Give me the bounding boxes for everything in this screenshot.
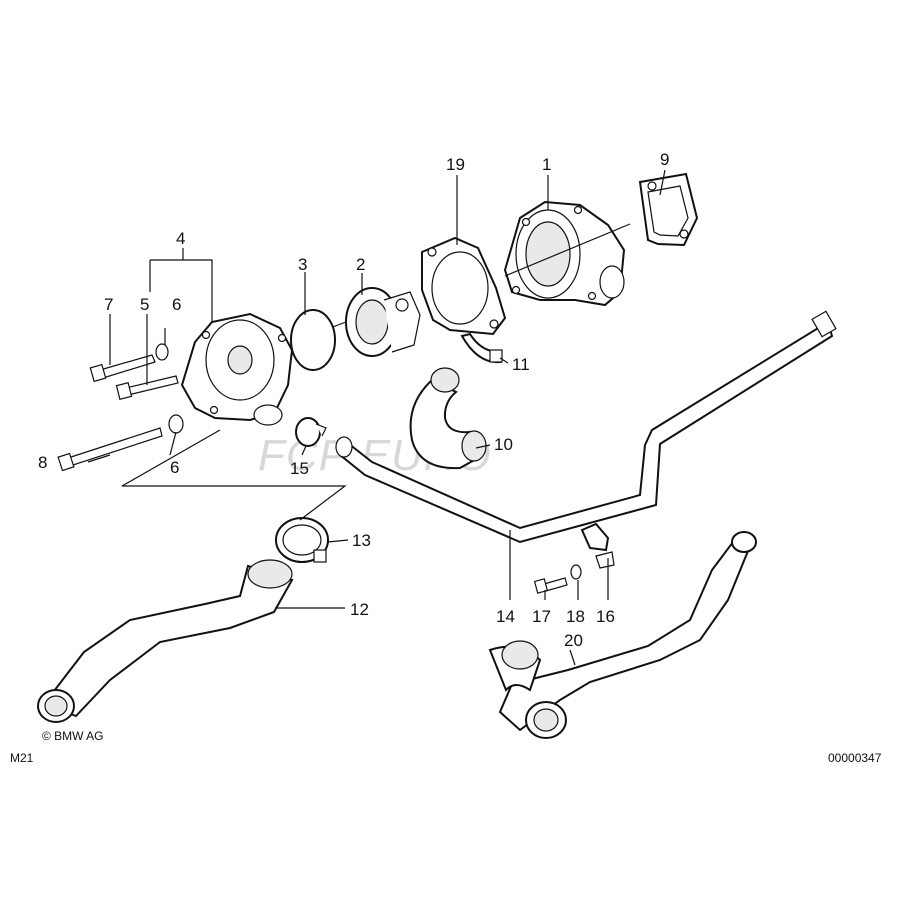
callout-8: 8 xyxy=(38,453,47,472)
part-8-bolt xyxy=(57,427,163,472)
part-6-washer-lower xyxy=(168,414,184,434)
part-10-elbow-hose xyxy=(409,367,487,470)
leader-lines xyxy=(87,169,666,666)
callout-11: 11 xyxy=(512,355,530,374)
callout-labels: 1 2 3 4 5 6 6 7 8 9 10 11 12 13 14 15 16… xyxy=(38,150,669,650)
part-3-o-ring xyxy=(290,309,336,371)
callout-1: 1 xyxy=(542,155,551,174)
part-4-cover-assembly xyxy=(180,312,294,426)
part-14-coolant-pipe xyxy=(335,310,837,544)
part-18-washer xyxy=(570,564,582,580)
part-9-gasket xyxy=(638,172,699,247)
part-12-lower-hose xyxy=(37,559,294,723)
callout-2: 2 xyxy=(356,255,365,274)
part-1-thermostat-housing xyxy=(503,200,626,307)
callout-9: 9 xyxy=(660,150,669,169)
part-20-hose xyxy=(488,531,757,739)
part-5-bolt xyxy=(115,375,179,400)
diagram-code-left: M21 xyxy=(10,751,34,765)
callout-18: 18 xyxy=(566,607,585,626)
callout-6-upper: 6 xyxy=(172,295,181,314)
callout-12: 12 xyxy=(350,600,369,619)
part-11-hose-clamp xyxy=(460,332,503,364)
callout-14: 14 xyxy=(496,607,515,626)
part-6-washer-upper xyxy=(155,343,169,361)
callout-10: 10 xyxy=(494,435,513,454)
callout-6-lower: 6 xyxy=(170,458,179,477)
copyright-label: © BMW AG xyxy=(42,729,104,743)
callout-7: 7 xyxy=(104,295,113,314)
part-19-gasket xyxy=(421,236,507,336)
callout-4: 4 xyxy=(176,229,185,248)
part-16-bracket xyxy=(580,522,615,569)
callout-19: 19 xyxy=(446,155,465,174)
diagram-code-right: 00000347 xyxy=(828,751,882,765)
callout-15: 15 xyxy=(290,459,309,478)
callout-3: 3 xyxy=(298,255,307,274)
part-13-hose-clamp xyxy=(275,517,329,563)
part-7-bolt xyxy=(89,354,156,383)
part-2-thermostat xyxy=(329,287,421,357)
callout-17: 17 xyxy=(532,607,551,626)
callout-5: 5 xyxy=(140,295,149,314)
callout-13: 13 xyxy=(352,531,371,550)
part-17-bolt xyxy=(533,577,568,594)
part-15-hose-clamp xyxy=(295,417,327,447)
callout-16: 16 xyxy=(596,607,615,626)
callout-20: 20 xyxy=(564,631,583,650)
